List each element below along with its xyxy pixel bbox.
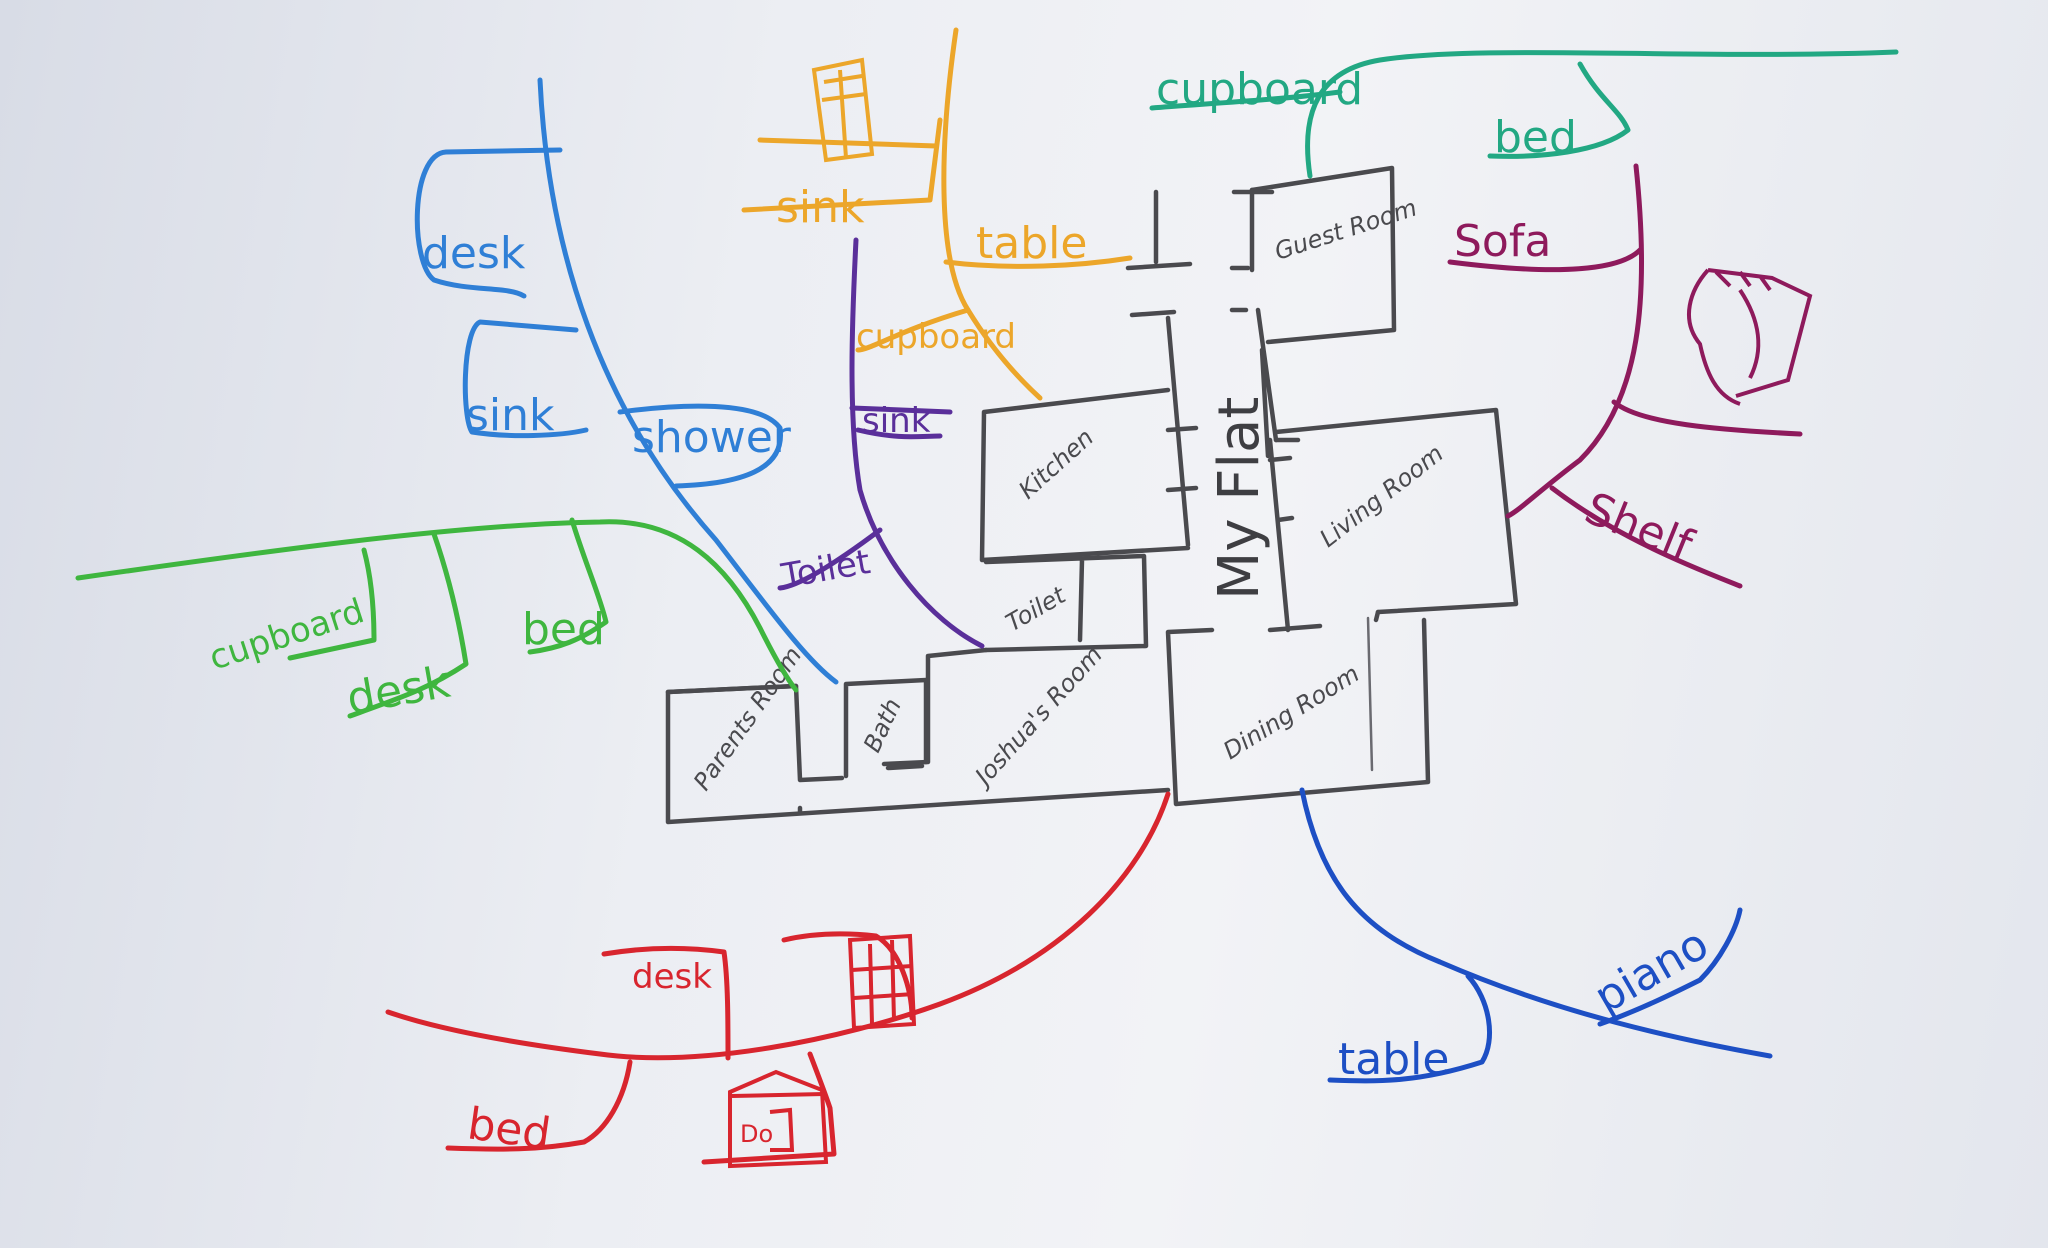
branch-toilet-line [849,237,985,649]
branch-toilet-item-toilet: Toilet [778,542,874,597]
room-label-joshua: Joshua's Room [967,641,1108,793]
branch-bathroom-item-sink: sink [466,390,555,441]
branch-dining-twig-table [1327,973,1492,1084]
branch-guest-line [1305,49,1899,179]
branch-dining-item-table: table [1338,1034,1449,1085]
room-label-bath: Bath [858,694,907,756]
toilet-outline [983,553,1149,653]
guest-room-door-marks [1125,261,1251,318]
branch-bathroom-line [537,77,839,685]
branch-kitchen-line [941,27,1043,401]
room-label-dining: Dining Room [1218,659,1364,765]
branch-parents-twig-cupboard [287,547,377,661]
branch-living-twig-lamp [1611,399,1803,437]
branch-toilet: sink Toilet [777,237,985,649]
floor-plan [665,165,1519,825]
branch-dining: piano table [1299,787,1773,1085]
room-label-living: Living Room [1314,439,1448,552]
room-label-parents: Parents Room [688,642,807,796]
branch-joshua-twig-dollhouse [701,1051,837,1165]
branch-kitchen-twig-cupboard [855,307,971,353]
branch-guest: cupboard bed [1149,49,1899,179]
branch-parents-item-cupboard: cupboard [204,591,369,678]
room-label-kitchen: Kitchen [1013,423,1099,504]
branch-dining-line [1299,787,1773,1059]
guest-room-left-wall [1153,187,1275,273]
branch-bathroom-item-desk: desk [422,228,526,279]
branch-guest-twig-bed [1487,61,1631,159]
branch-joshua-item-bed: bed [464,1098,553,1160]
branch-kitchen: sink table cupboard [741,27,1133,401]
branch-bathroom-twig-sink [462,319,589,439]
branch-kitchen-item-table: table [976,218,1087,269]
branch-kitchen-item-sink: sink [776,182,865,233]
dining-room-outline [1165,609,1431,807]
branch-guest-twig-cupboard [1149,89,1343,111]
room-label-guest: Guest Room [1271,193,1420,265]
branch-parents-item-desk: desk [343,657,454,725]
branch-bathroom-twig-desk [414,147,563,299]
branch-kitchen-twig-sink [741,117,943,213]
cupboard-icon [811,57,875,163]
branch-kitchen-twig-table [943,255,1133,269]
hallway-door-marks [1165,425,1323,633]
branch-parents-item-bed: bed [522,604,605,655]
branch-guest-item-cupboard: cupboard [1156,64,1363,115]
branch-parents-twig-desk [347,531,469,719]
room-label-toilet: Toilet [1001,580,1072,637]
branch-joshua-twig-bookshelf [781,931,915,1021]
branch-bathroom-twig-shower [617,403,783,489]
branch-joshua-item-desk: desk [632,957,712,997]
branch-kitchen-item-cupboard: cupboard [856,317,1016,357]
branch-dining-item-piano: piano [1586,918,1717,1023]
bath-outline [843,677,929,779]
branch-living-line [1505,163,1645,519]
branch-dining-twig-piano [1597,907,1743,1027]
bookshelf-icon [847,933,917,1031]
branch-bathroom-item-shower: shower [632,412,792,463]
branch-toilet-item-sink: sink [862,401,931,441]
branch-parents: cupboard desk bed [75,517,799,725]
dollhouse-label: Do [740,1120,773,1148]
lamp-icon [1686,268,1813,406]
branch-bathroom: desk sink shower [414,77,839,685]
dollhouse-icon [728,1069,829,1169]
branch-living: Sofa Shelf [1447,163,1813,589]
branch-living-twig-shelf [1549,485,1743,589]
living-room-outline [1273,407,1519,615]
branch-living-twig-sofa [1447,247,1643,273]
branch-joshua-twig-desk [601,945,731,1061]
branch-joshua-line [385,791,1171,1061]
dining-room-gap [1366,616,1374,772]
kitchen-outline [979,387,1191,563]
guest-room-outline [1249,165,1397,345]
branch-joshua: desk bed Do [385,791,1171,1169]
branch-toilet-twig-toilet [777,527,883,591]
branch-living-item-sofa: Sofa [1454,216,1551,267]
branch-parents-twig-bed [527,517,609,655]
page-title: My Flat [1207,397,1272,600]
branch-living-item-shelf: Shelf [1578,483,1701,572]
branch-toilet-twig-sink [849,405,953,440]
branch-joshua-twig-bed [445,1059,633,1152]
branch-guest-item-bed: bed [1494,112,1577,163]
room-labels: Guest Room Kitchen Living Room Toilet Di… [688,193,1449,795]
branch-parents-line [75,519,799,693]
